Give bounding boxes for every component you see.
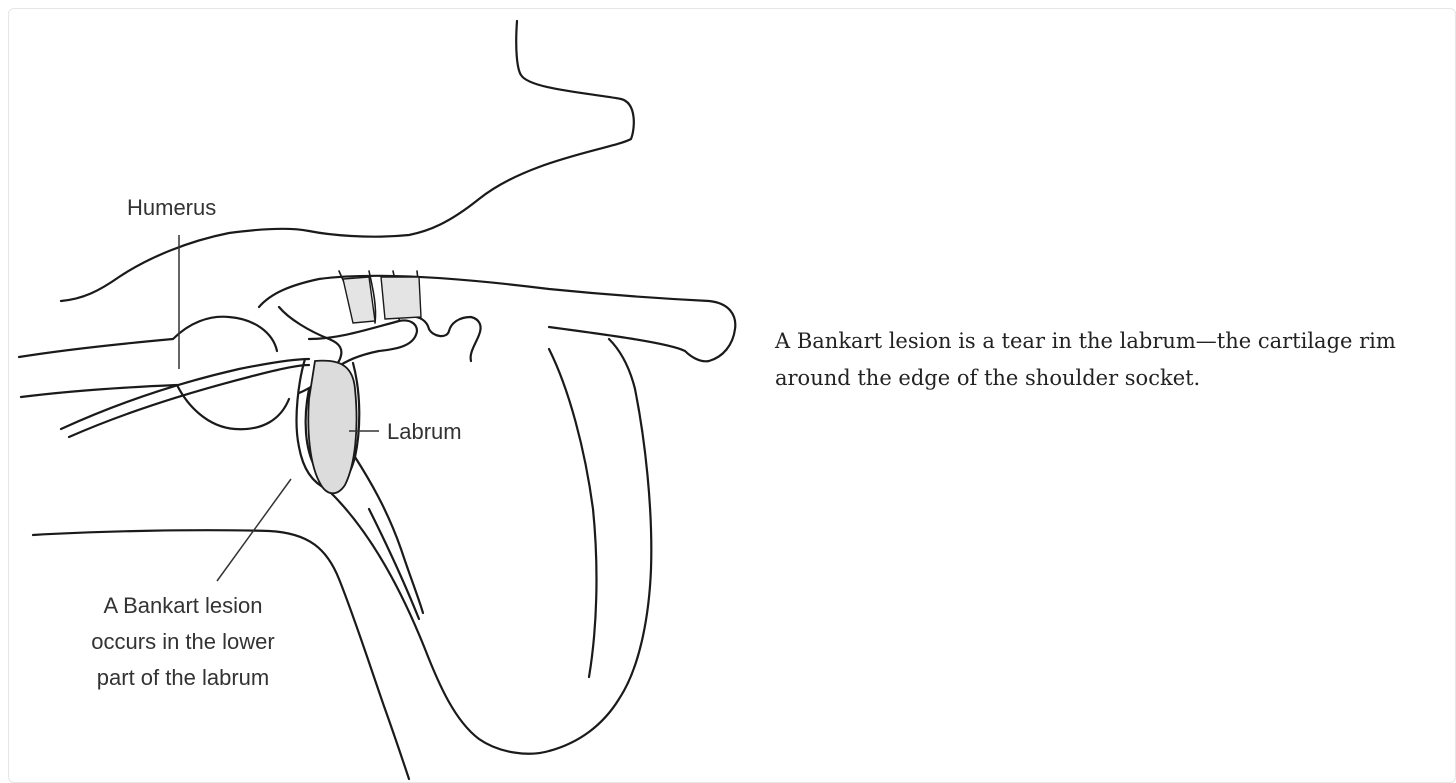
scapula-border-line xyxy=(369,509,419,619)
neck-outline xyxy=(61,21,634,301)
lesion-label-line-1: A Bankart lesion xyxy=(104,593,263,618)
rib-outline xyxy=(33,530,409,779)
humerus-head-outline xyxy=(19,317,277,357)
acromion-outline xyxy=(259,276,735,362)
lesion-label-line-3: part of the labrum xyxy=(97,665,269,690)
caption-text: A Bankart lesion is a tear in the labrum… xyxy=(775,323,1415,397)
content-card: Humerus Labrum A Bankart lesion occurs i… xyxy=(8,8,1456,783)
labrum-label: Labrum xyxy=(387,419,462,444)
labrum-shading xyxy=(308,361,356,494)
clavicle-end xyxy=(409,317,481,361)
shoulder-anatomy-illustration: Humerus Labrum A Bankart lesion occurs i… xyxy=(9,9,769,783)
lesion-label-line-2: occurs in the lower xyxy=(91,629,274,654)
shoulder-diagram-svg: Humerus Labrum A Bankart lesion occurs i… xyxy=(9,9,769,783)
humerus-label: Humerus xyxy=(127,195,216,220)
humerus-shaft-line-1 xyxy=(69,365,309,437)
ligament-shading-2 xyxy=(381,277,421,319)
scapula-spine-line-2 xyxy=(549,349,596,677)
ligament-shading-1 xyxy=(343,277,375,323)
scapula-lateral-border xyxy=(327,339,651,754)
